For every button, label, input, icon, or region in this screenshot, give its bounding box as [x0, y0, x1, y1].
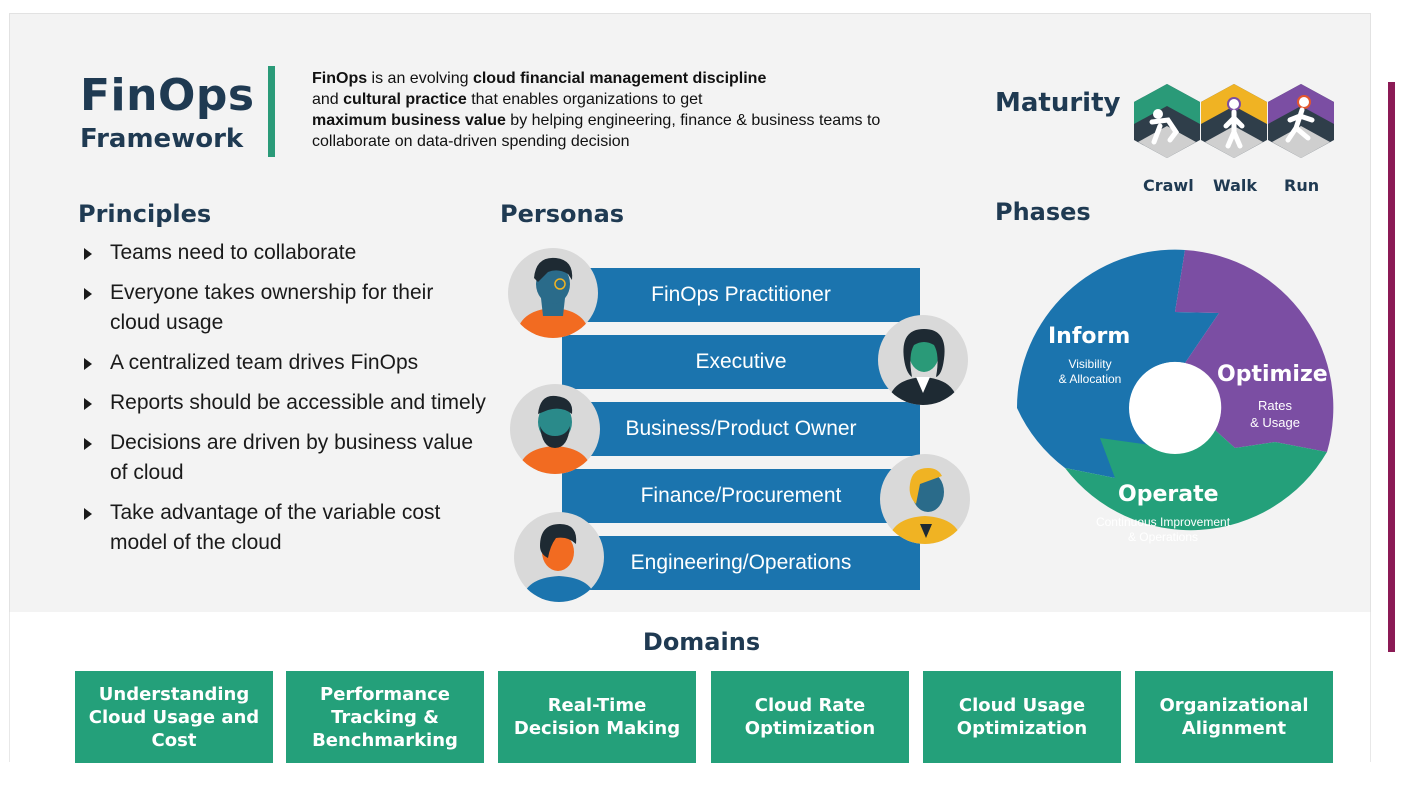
bullet-icon: [84, 358, 92, 370]
person-icon: [522, 524, 596, 602]
person-icon: [888, 329, 958, 405]
intro-bold-discipline: cloud financial management discipline: [472, 70, 767, 87]
principle-text: Decisions are driven by business value o…: [110, 431, 474, 484]
phases-heading: Phases: [995, 198, 1091, 226]
page-subtitle: Framework: [80, 124, 244, 154]
domain-understanding-cloud-usage: Understanding Cloud Usage and Cost: [75, 671, 273, 763]
principles-heading: Principles: [78, 200, 212, 228]
principles-list: Teams need to collaborate Everyone takes…: [78, 238, 488, 568]
practitioner-avatar: [508, 248, 598, 338]
intro-bold-value: maximum business value: [312, 112, 506, 129]
person-icon: [888, 468, 962, 544]
domain-label: Cloud Rate Optimization: [744, 695, 876, 739]
bullet-icon: [84, 398, 92, 410]
bullet-icon: [84, 288, 92, 300]
phase-operate-desc: Continuous Improvement& Operations: [1080, 515, 1246, 545]
domain-label: Real-Time Decision Making: [513, 695, 681, 739]
domain-label: Cloud Usage Optimization: [956, 695, 1088, 739]
title-divider: [268, 66, 275, 157]
accent-bar: [1388, 82, 1395, 652]
intro-text-part: that enables organizations to get: [466, 91, 703, 108]
intro-bold-finops: FinOps: [312, 70, 368, 87]
phase-operate-desc-line2: & Operations: [1127, 530, 1199, 544]
person-icon: [516, 257, 590, 338]
page-title: FinOps: [80, 70, 255, 121]
stage-run-label: Run: [1284, 176, 1320, 195]
phase-optimize-desc-line1: Rates: [1258, 398, 1292, 413]
persona-label: Executive: [695, 350, 787, 373]
domain-organizational-alignment: Organizational Alignment: [1135, 671, 1333, 763]
bullet-icon: [84, 248, 92, 260]
bullet-icon: [84, 438, 92, 450]
phase-inform-segment: [1016, 249, 1219, 408]
principle-item: Everyone takes ownership for their cloud…: [78, 278, 488, 338]
principle-text: A centralized team drives FinOps: [110, 351, 419, 374]
persona-label: FinOps Practitioner: [651, 283, 831, 306]
intro-text-part: by helping engineering, finance & busine…: [312, 112, 881, 150]
intro-bold-practice: cultural practice: [343, 91, 467, 108]
phase-inform-desc-line1: Visibility: [1068, 357, 1112, 371]
domain-label: Performance Tracking & Benchmarking: [312, 683, 458, 751]
domains-heading: Domains: [642, 628, 761, 656]
domain-cloud-rate-optimization: Cloud Rate Optimization: [711, 671, 909, 763]
engineering-avatar: [514, 512, 604, 602]
walk-hexagon: [1201, 84, 1267, 158]
principle-text: Everyone takes ownership for their cloud…: [110, 281, 434, 334]
intro-text: FinOps is an evolving cloud financial ma…: [312, 68, 912, 152]
phase-operate-title: Operate: [1118, 482, 1219, 507]
phase-operate-segment: [1065, 430, 1327, 531]
domain-performance-tracking: Performance Tracking & Benchmarking: [286, 671, 484, 763]
phase-optimize-segment: [1175, 250, 1334, 452]
maturity-hexagons: [1134, 84, 1334, 158]
maturity-heading: Maturity: [995, 88, 1121, 118]
principle-text: Take advantage of the variable cost mode…: [110, 501, 441, 554]
phase-inform-desc-line2: & Allocation: [1058, 372, 1122, 386]
principle-item: Take advantage of the variable cost mode…: [78, 498, 488, 558]
finance-avatar: [880, 454, 970, 544]
persona-label: Business/Product Owner: [625, 417, 857, 440]
phases-cycle-diagram: [1016, 249, 1334, 531]
intro-text-part: and: [312, 91, 344, 108]
crawl-hexagon: [1134, 84, 1200, 158]
bullet-icon: [84, 508, 92, 520]
principle-item: Teams need to collaborate: [78, 238, 488, 268]
persona-label: Finance/Procurement: [640, 484, 842, 507]
principle-item: Reports should be accessible and timely: [78, 388, 488, 418]
persona-bar-executive: Executive: [562, 335, 920, 389]
executive-avatar: [878, 315, 968, 405]
phase-optimize-title: Optimize: [1217, 362, 1328, 387]
run-hexagon: [1268, 84, 1334, 158]
business-owner-avatar: [510, 384, 600, 474]
persona-bar-finance-procurement: Finance/Procurement: [562, 469, 920, 523]
intro-text-part: is an evolving: [367, 70, 473, 87]
stage-walk-label: Walk: [1213, 176, 1257, 195]
domain-cloud-usage-optimization: Cloud Usage Optimization: [923, 671, 1121, 763]
person-icon: [518, 395, 592, 474]
domain-label: Understanding Cloud Usage and Cost: [88, 683, 260, 751]
phase-operate-desc-line1: Continuous Improvement: [1095, 515, 1231, 529]
stage-crawl-label: Crawl: [1143, 176, 1194, 195]
domain-label: Organizational Alignment: [1159, 695, 1309, 739]
phase-inform-title: Inform: [1048, 324, 1131, 349]
principle-text: Teams need to collaborate: [110, 241, 357, 264]
persona-bar-finops-practitioner: FinOps Practitioner: [562, 268, 920, 322]
phase-inform-desc: Visibility& Allocation: [1050, 357, 1130, 387]
persona-label: Engineering/Operations: [630, 551, 852, 574]
persona-bar-business-product-owner: Business/Product Owner: [562, 402, 920, 456]
persona-bar-engineering-operations: Engineering/Operations: [562, 536, 920, 590]
phase-optimize-desc-line2: & Usage: [1250, 415, 1300, 430]
personas-heading: Personas: [500, 200, 625, 228]
phase-optimize-desc: Rates & Usage: [1240, 397, 1310, 431]
principle-item: A centralized team drives FinOps: [78, 348, 488, 378]
principle-item: Decisions are driven by business value o…: [78, 428, 488, 488]
domain-real-time-decision: Real-Time Decision Making: [498, 671, 696, 763]
principle-text: Reports should be accessible and timely: [110, 391, 486, 414]
